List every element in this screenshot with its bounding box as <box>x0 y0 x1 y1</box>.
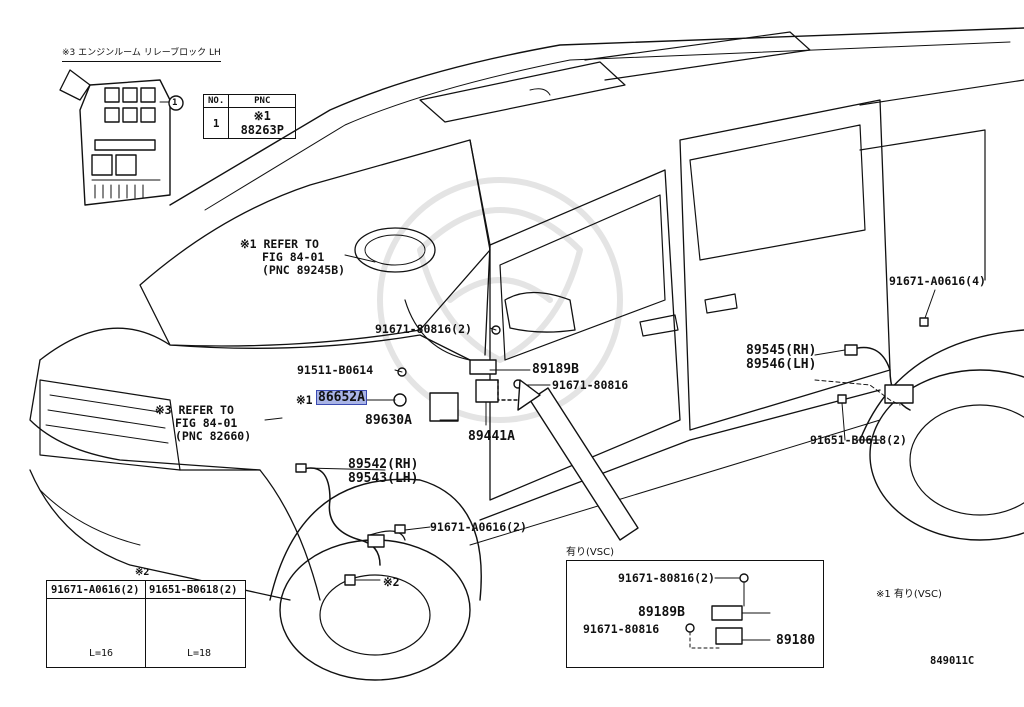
ref3-line1: ※3 REFER TO <box>155 403 234 417</box>
part-89542-rh[interactable]: 89542(RH) <box>348 457 419 472</box>
front-sensor-harness <box>299 467 381 566</box>
grille <box>39 379 181 471</box>
vsc-part-89180[interactable]: 89180 <box>776 633 816 648</box>
relay-inset-title: ※3 エンジンルーム リレーブロック LH <box>62 47 221 62</box>
front-bumper <box>29 469 291 601</box>
part-89630a[interactable]: 89630A <box>365 413 412 428</box>
fastener-bolt1-label[interactable]: 91671-A0616(2) <box>51 584 140 596</box>
front-fender <box>179 469 321 601</box>
vsc-box-title: 有り(VSC) <box>566 547 614 558</box>
pnc-table-row-part[interactable]: ※1 88263P <box>228 107 297 139</box>
figure-code: 849011C <box>930 655 975 667</box>
front-door-handle <box>639 314 679 337</box>
detail-arrow <box>529 387 639 541</box>
fastener-bolt2-label[interactable]: 91651-B0618(2) <box>149 584 238 596</box>
rear-wheel-arch <box>859 329 1024 441</box>
side-mirror <box>504 291 576 333</box>
ref1-line1: ※1 REFER TO <box>240 237 319 251</box>
part-89546-lh[interactable]: 89546(LH) <box>746 357 817 372</box>
part-mark-2: ※2 <box>383 575 400 589</box>
pnc-table-header-no: NO. <box>202 94 230 108</box>
pnc-table-header-pnc: PNC <box>228 94 297 108</box>
part-91511-b0614[interactable]: 91511-B0614 <box>297 363 374 377</box>
ref1-line3[interactable]: (PNC 89245B) <box>262 263 346 277</box>
part-91671-a0616-4[interactable]: 91671-A0616(4) <box>889 274 986 288</box>
vsc-part-89189b[interactable]: 89189B <box>638 605 685 620</box>
part-86652a-mark: ※1 <box>296 393 313 407</box>
part-91671-a0616-2[interactable]: 91671-A0616(2) <box>430 520 527 534</box>
sliding-door <box>679 99 891 431</box>
sunroof <box>419 61 626 123</box>
steering-wheel <box>354 227 436 273</box>
vsc-part-91671-80816[interactable]: 91671-80816 <box>583 622 660 636</box>
relay-block-drawing <box>59 69 184 206</box>
part-89545-rh[interactable]: 89545(RH) <box>746 343 817 358</box>
front-wheel-arch <box>269 478 482 601</box>
roof-line <box>169 27 1024 206</box>
side-sill <box>479 389 881 521</box>
fastener-bolt1-length: L=16 <box>89 648 114 659</box>
ref1-line2[interactable]: FIG 84-01 <box>262 250 325 264</box>
part-91671-80816[interactable]: 91671-80816 <box>552 378 629 392</box>
part-86652a-highlighted[interactable]: 86652A <box>316 390 367 405</box>
part-89543-lh[interactable]: 89543(LH) <box>348 471 419 486</box>
rear-tire <box>869 369 1024 541</box>
fastener-box: 91671-A0616(2) 91651-B0618(2) L=16 L=18 <box>46 580 246 668</box>
vsc-detail-box <box>566 560 824 668</box>
part-89441a[interactable]: 89441A <box>468 429 515 444</box>
ref3-line3[interactable]: (PNC 82660) <box>175 429 252 443</box>
pnc-table: NO. PNC 1 ※1 88263P <box>202 94 297 139</box>
fastener-bolt2-length: L=18 <box>187 648 212 659</box>
part-89189b[interactable]: 89189B <box>532 362 579 377</box>
fastener-box-mark: ※2 <box>135 567 150 578</box>
pnc-table-row-no: 1 <box>202 107 230 139</box>
part-91671-80816-2[interactable]: 91671-80816(2) <box>375 322 472 336</box>
ref3-line2[interactable]: FIG 84-01 <box>175 416 238 430</box>
vsc-part-91671-80816-2[interactable]: 91671-80816(2) <box>618 571 715 585</box>
part-91651-b0618-2[interactable]: 91651-B0618(2) <box>810 433 907 447</box>
note-vsc: ※1 有り(VSC) <box>876 589 942 600</box>
hood <box>39 327 471 361</box>
windshield <box>139 139 491 347</box>
relay-callout-number: 1 <box>172 98 178 108</box>
sliding-door-handle <box>704 293 738 314</box>
front-door <box>489 169 681 501</box>
